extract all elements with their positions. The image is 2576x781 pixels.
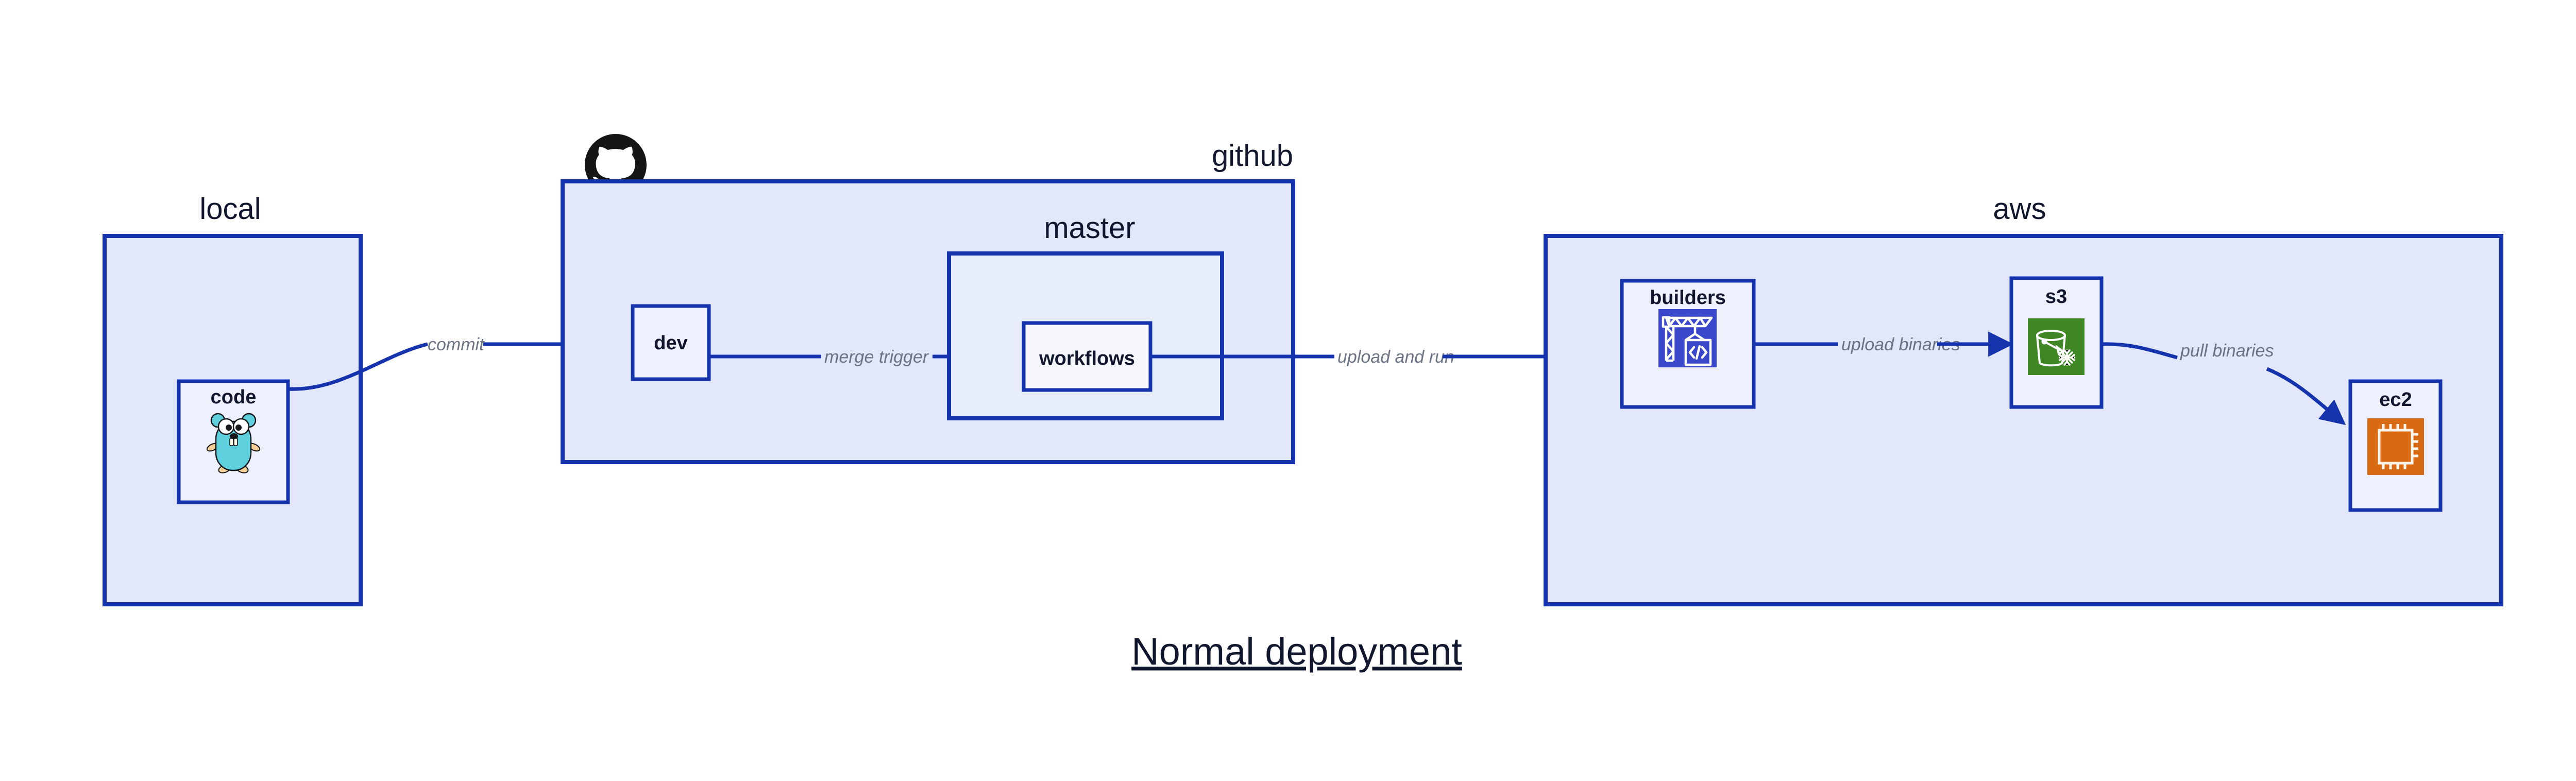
node-dev-rect xyxy=(631,304,711,381)
node-code-label: code xyxy=(211,386,257,408)
zone-local-label: local xyxy=(199,192,261,226)
edge-upload-and-run: upload and run xyxy=(1150,344,1630,369)
aws-s3-glacier-icon xyxy=(2028,318,2084,375)
go-gopher-icon xyxy=(206,413,261,473)
page-title: Normal deployment xyxy=(1131,630,1462,673)
edge-pull-binaries-label: pull binaries xyxy=(2180,341,2274,361)
node-builders[interactable]: builders xyxy=(1620,279,1756,409)
aws-ec2-icon xyxy=(2367,418,2424,475)
edge-upload-binaries: upload binaries xyxy=(1754,331,2014,357)
edge-commit-label: commit xyxy=(428,335,485,354)
node-workflows[interactable]: workflows xyxy=(1022,321,1153,392)
edge-pull-binaries: pull binaries xyxy=(2101,341,2346,426)
node-ec2[interactable]: ec2 xyxy=(2348,379,2443,512)
node-code[interactable]: code xyxy=(177,379,290,504)
node-dev[interactable]: dev xyxy=(631,304,711,381)
node-workflows-label: workflows xyxy=(1039,348,1135,369)
zone-github-label: github xyxy=(1212,139,1293,173)
node-workflows-rect xyxy=(1022,321,1153,392)
zone-aws-label: aws xyxy=(1993,192,2046,226)
node-ec2-label: ec2 xyxy=(2379,389,2412,411)
node-builders-label: builders xyxy=(1650,287,1726,309)
edge-merge-trigger-label: merge trigger xyxy=(824,347,929,367)
node-dev-label: dev xyxy=(654,332,687,354)
node-s3-label: s3 xyxy=(2045,286,2067,308)
github-octocat-icon xyxy=(585,134,647,195)
node-ec2-rect xyxy=(2348,379,2443,512)
node-s3[interactable]: s3 xyxy=(2009,276,2104,409)
zone-master-label: master xyxy=(1044,211,1135,245)
edge-commit-curve xyxy=(287,342,428,391)
aws-codebuild-icon xyxy=(1658,309,1717,367)
edge-upload-and-run-label: upload and run xyxy=(1337,347,1454,367)
edge-pull-binaries-arrow xyxy=(2266,367,2346,426)
edge-pull-binaries-curve-left xyxy=(2101,342,2178,360)
